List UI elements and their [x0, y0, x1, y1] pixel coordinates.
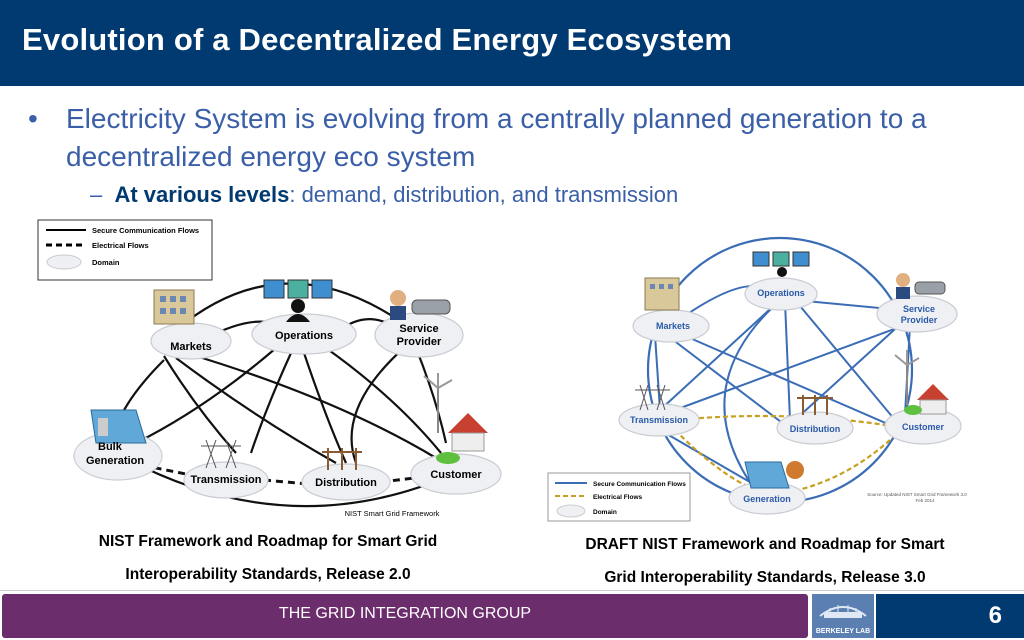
left-customer-house-icon	[423, 373, 488, 464]
left-markets-building-icon	[153, 289, 195, 325]
left-label-service-provider: Service Provider	[397, 323, 442, 348]
left-legend-comm: Secure Communication Flows	[92, 226, 199, 235]
left-label-customer: Customer	[430, 469, 482, 481]
bullet-text: Electricity System is evolving from a ce…	[66, 103, 927, 172]
left-label-transmission: Transmission	[191, 474, 262, 486]
right-caption-line1: DRAFT NIST Framework and Roadmap for Sma…	[585, 536, 945, 553]
berkeley-lab-logo: BERKELEY LAB	[812, 594, 874, 638]
right-label-distribution: Distribution	[790, 424, 841, 434]
left-legend-domain: Domain	[92, 258, 120, 267]
left-label-operations: Operations	[275, 330, 333, 342]
right-source-note: Source: Updated NIST Smart Grid Framewor…	[867, 492, 967, 503]
right-transmission-tower-icon	[635, 384, 670, 411]
left-transmission-tower-icon	[201, 439, 241, 469]
right-label-markets: Markets	[656, 321, 690, 331]
right-label-service-provider: Service Provider	[901, 304, 938, 325]
right-generation-icon	[744, 461, 804, 489]
sub-bold-text: At various levels	[114, 182, 290, 207]
svg-text:Generation: Generation	[86, 455, 144, 467]
svg-text:Service: Service	[903, 304, 935, 314]
left-transmission-cloud	[183, 461, 269, 499]
sub-rest-text: : demand, distribution, and transmission	[289, 182, 679, 207]
right-caption-line2: Grid Interoperability Standards, Release…	[604, 569, 926, 586]
right-service-provider-icon	[896, 273, 946, 299]
sub-dash: –	[90, 182, 115, 207]
footer-bar: THE GRID INTEGRATION GROUP	[2, 594, 808, 638]
left-label-markets: Markets	[170, 341, 212, 353]
right-label-generation: Generation	[743, 494, 791, 504]
right-electrical-flows	[674, 414, 891, 494]
left-operations-monitors-icon	[263, 279, 333, 322]
left-caption-line1: NIST Framework and Roadmap for Smart Gri…	[98, 533, 438, 550]
right-label-operations: Operations	[757, 288, 805, 298]
sub-bullet: – At various levels: demand, distributio…	[90, 180, 678, 210]
bullet-dot: •	[28, 103, 38, 134]
left-legend-elec: Electrical Flows	[92, 241, 149, 250]
right-smart-grid-diagram: Operations Service Provider Markets Tran…	[547, 236, 967, 522]
right-markets-building-icon	[644, 277, 680, 311]
svg-text:Service: Service	[399, 323, 438, 335]
left-bulk-generation-icon	[90, 409, 147, 444]
svg-text:Provider: Provider	[397, 336, 442, 348]
footer-divider	[0, 590, 1024, 591]
left-label-distribution: Distribution	[315, 477, 377, 489]
left-service-provider-icon	[390, 290, 451, 320]
left-service-provider-cloud	[374, 312, 464, 358]
left-footer-label: NIST Smart Grid Framework	[345, 509, 440, 518]
right-label-transmission: Transmission	[630, 415, 688, 425]
svg-text:Source: Updated NIST Smart Gri: Source: Updated NIST Smart Grid Framewor…	[867, 492, 967, 497]
berkeley-lab-building-icon	[819, 605, 867, 618]
left-operations-cloud	[251, 313, 357, 355]
right-legend-domain: Domain	[593, 509, 617, 516]
left-distribution-cloud	[301, 463, 391, 501]
left-caption: NIST Framework and Roadmap for Smart Gri…	[36, 525, 500, 591]
right-distribution-poles-icon	[797, 395, 833, 415]
svg-text:Provider: Provider	[901, 315, 938, 325]
svg-text:Bulk: Bulk	[98, 441, 123, 453]
right-service-provider-cloud	[876, 295, 958, 333]
right-caption: DRAFT NIST Framework and Roadmap for Sma…	[530, 528, 1000, 594]
footer-group-name: THE GRID INTEGRATION GROUP	[278, 605, 532, 622]
left-distribution-poles-icon	[322, 448, 362, 470]
slide-title: Evolution of a Decentralized Energy Ecos…	[22, 22, 733, 57]
title-bar: Evolution of a Decentralized Energy Ecos…	[0, 0, 1024, 86]
right-legend-elec: Electrical Flows	[593, 494, 643, 501]
left-label-bulk-generation: Bulk Generation	[86, 441, 144, 467]
left-caption-line2: Interoperability Standards, Release 2.0	[125, 566, 411, 583]
page-number: 6	[988, 602, 1002, 629]
svg-text:Feb 2014: Feb 2014	[915, 498, 935, 503]
right-customer-house-icon	[894, 350, 949, 415]
left-smart-grid-diagram: Secure Communication Flows Electrical Fl…	[37, 219, 502, 518]
right-operations-monitors-icon	[752, 251, 810, 277]
page-number-box: 6	[876, 594, 1024, 638]
logo-label: BERKELEY LAB	[815, 628, 871, 635]
right-legend-comm: Secure Communication Flows	[593, 481, 686, 488]
right-operations-cloud	[744, 277, 818, 311]
right-label-customer: Customer	[902, 422, 945, 432]
